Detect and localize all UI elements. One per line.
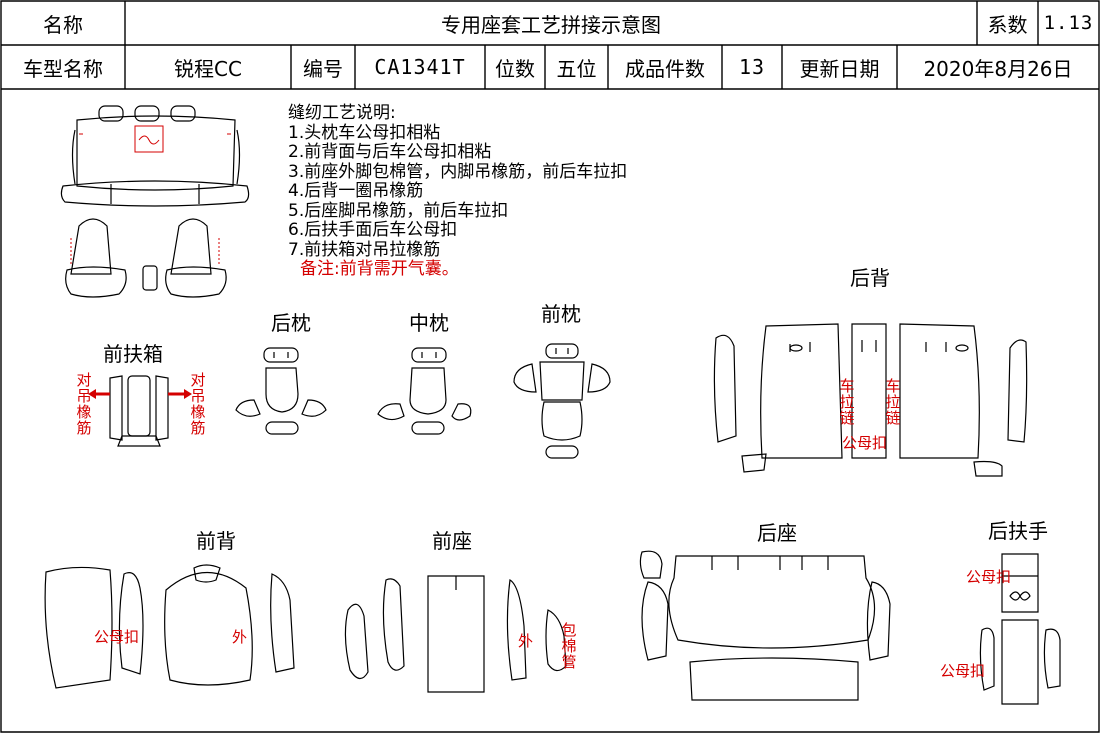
rear-headrest-title: 后枕 (271, 311, 311, 335)
zipper-label-left: 车拉链 (839, 377, 855, 427)
front-seat-title: 前座 (432, 529, 472, 553)
outer-label-front-back: 外 (232, 628, 248, 646)
instruction-item: 2.前背面与后车公母扣相粘 (288, 142, 492, 162)
front-headrest-pattern (510, 340, 614, 464)
instruction-item: 5.后座脚吊橡筋，前后车拉扣 (288, 200, 509, 221)
middle-headrest-title: 中枕 (409, 311, 449, 335)
sewing-instructions: 缝纫工艺说明: 1.头枕车公母扣相粘 2.前背面与后车公母扣相粘 3.前座外脚包… (288, 103, 628, 280)
sheet-title: 专用座套工艺拼接示意图 (441, 12, 661, 37)
date-label: 更新日期 (799, 56, 880, 81)
rear-armrest-title: 后扶手 (988, 519, 1048, 543)
rear-seat-title: 后座 (757, 521, 797, 545)
instruction-item: 3.前座外脚包棉管，内脚吊橡筋，前后车拉扣 (288, 161, 628, 182)
code-value: CA1341T (374, 55, 466, 79)
date-value: 2020年8月26日 (923, 56, 1073, 81)
model-label: 车型名称 (23, 56, 103, 81)
rear-armrest-pattern (968, 548, 1068, 708)
front-back-pattern (36, 560, 306, 696)
rear-headrest-pattern (232, 344, 328, 440)
instruction-item: 4.后背一圈吊橡筋 (288, 181, 424, 201)
seat-overview-illustration (55, 98, 255, 310)
zipper-label-right: 车拉链 (885, 377, 901, 427)
instruction-item: 6.后扶手面后车公母扣 (288, 220, 458, 240)
pair-elastic-label-right: 对吊橡筋 (190, 371, 206, 437)
front-back-title: 前背 (196, 529, 236, 553)
front-armrest-box-pattern (88, 370, 192, 450)
instructions-heading: 缝纫工艺说明: (288, 103, 396, 123)
code-label: 编号 (303, 56, 343, 81)
snap-label-rear-armrest-bottom: 公母扣 (940, 662, 986, 680)
instruction-item: 7.前扶箱对吊拉橡筋 (288, 239, 441, 260)
coefficient-label: 系数 (987, 12, 1028, 37)
snap-label-rear-back: 公母扣 (842, 434, 888, 452)
pair-elastic-label-left: 对吊橡筋 (76, 371, 92, 437)
seats-label: 位数 (495, 56, 535, 81)
middle-headrest-pattern (372, 344, 476, 440)
instruction-item: 1.头枕车公母扣相粘 (288, 122, 441, 143)
rear-seat-pattern (620, 544, 920, 704)
outer-label-front-seat: 外 (518, 632, 534, 650)
rear-back-pattern (706, 318, 1036, 482)
pieces-value: 13 (738, 55, 766, 79)
front-armrest-box-title: 前扶箱 (103, 342, 163, 366)
front-headrest-title: 前枕 (541, 302, 581, 326)
model-value: 锐程CC (174, 56, 242, 81)
front-seat-pattern (334, 566, 594, 702)
seats-value: 五位 (556, 56, 597, 81)
snap-label-front-back: 公母扣 (94, 628, 140, 646)
name-label: 名称 (43, 12, 83, 37)
snap-label-rear-armrest-top: 公母扣 (966, 568, 1012, 586)
remark-note: 备注:前背需开气囊。 (300, 259, 459, 279)
wrap-foam-label: 包棉管 (561, 621, 577, 671)
coefficient-value: 1.13 (1043, 12, 1094, 34)
pieces-label: 成品件数 (625, 56, 705, 81)
rear-back-title: 后背 (850, 266, 890, 290)
